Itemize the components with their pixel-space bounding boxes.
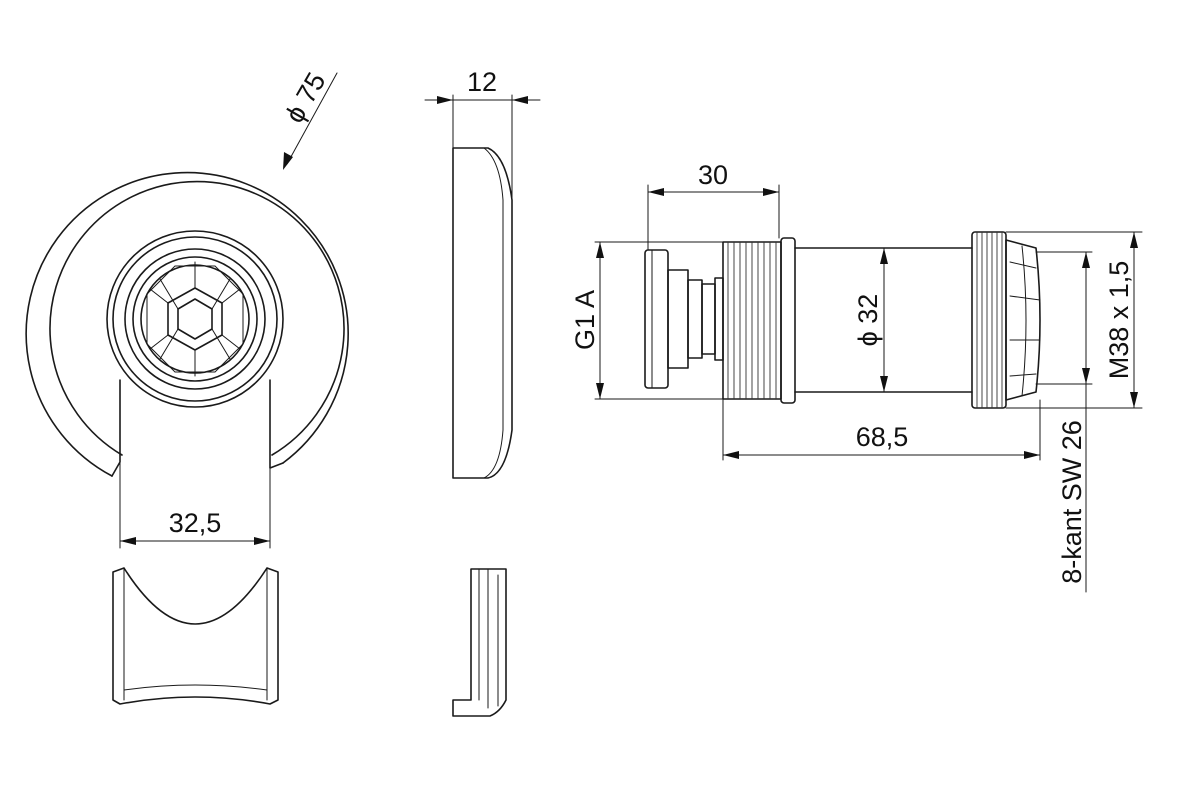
dimension-label-inlet-thread: G1 A: [570, 290, 600, 350]
dimension-overall-length: 68,5: [722, 398, 1041, 461]
fitting-side-view: [644, 231, 1041, 409]
outlet-thread-pattern: [976, 232, 1003, 408]
clip-front-view: [112, 567, 279, 705]
dimension-thread-depth: 30: [647, 160, 780, 251]
dimension-label-slot-width: 32,5: [169, 508, 222, 538]
inlet-thread-pattern: [727, 242, 777, 399]
dimension-label-outlet-thread: M38 x 1,5: [1104, 261, 1134, 380]
dimension-inlet-thread: G1 A: [570, 241, 724, 400]
dimension-label-rosette-thickness: 12: [467, 67, 497, 97]
rosette-front-view: [25, 171, 349, 477]
dimension-label-overall-length: 68,5: [856, 422, 909, 452]
dimension-outlet-thread: M38 x 1,5: [1005, 231, 1143, 409]
rosette-side-view: [452, 147, 513, 479]
dimension-label-body-diameter: ϕ 32: [853, 294, 883, 347]
clip-side-view: [452, 568, 507, 717]
dimension-slot-width: 32,5: [119, 379, 271, 549]
dimension-wrench-size: 8-kant SW 26: [1035, 251, 1093, 593]
dimension-rosette-thickness: 12: [424, 67, 541, 201]
dimension-body-diameter: ϕ 32: [853, 247, 888, 393]
dimension-rosette-diameter: ϕ 75: [279, 67, 338, 170]
dimension-label-wrench-size: 8-kant SW 26: [1057, 420, 1087, 584]
dimension-label-thread-depth: 30: [698, 160, 728, 190]
